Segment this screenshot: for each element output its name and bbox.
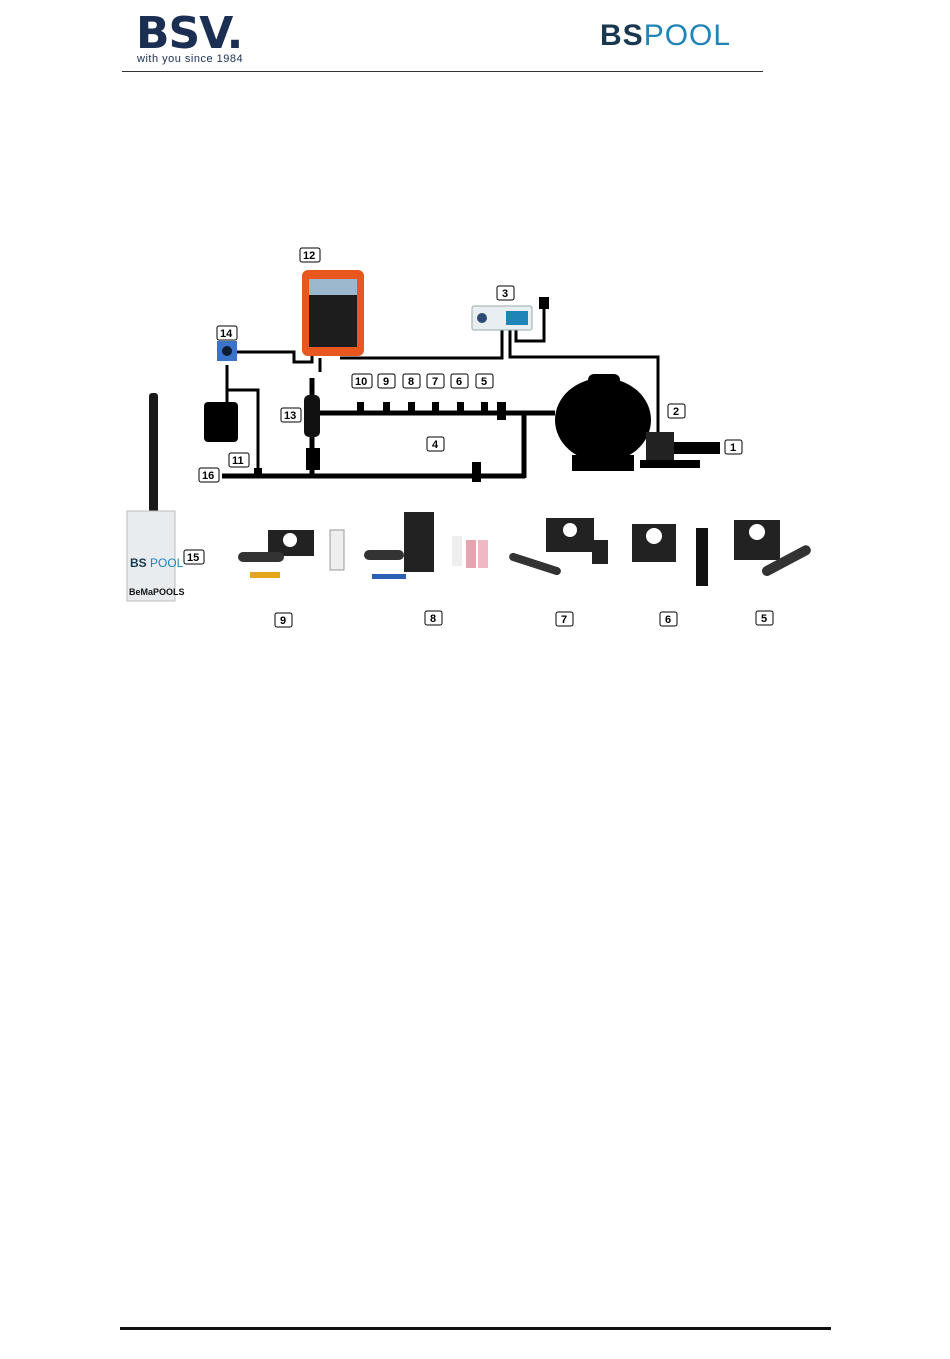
svg-text:11: 11 <box>232 455 244 467</box>
device-model: BeMaPOOLS <box>129 587 185 597</box>
callout-5: 5 <box>476 374 493 388</box>
callout-7: 7 <box>427 374 444 388</box>
svg-text:9: 9 <box>280 615 286 627</box>
bottom-callout-7: 7 <box>556 612 573 626</box>
svg-text:7: 7 <box>432 376 438 388</box>
callout-10: 10 <box>352 374 372 388</box>
device-logo-suffix: POOL <box>150 556 184 570</box>
svg-text:5: 5 <box>761 613 767 625</box>
svg-text:3: 3 <box>502 288 508 300</box>
probe-kit-8 <box>364 512 488 579</box>
callout-12: 12 <box>300 248 320 262</box>
svg-text:12: 12 <box>303 250 315 262</box>
svg-text:1: 1 <box>730 442 736 454</box>
callout-11: 11 <box>229 453 249 467</box>
probe-kit-7 <box>508 518 608 576</box>
salt-chlorinator <box>302 270 364 356</box>
svg-text:8: 8 <box>408 376 414 388</box>
bottom-callout-9: 9 <box>275 613 292 627</box>
installation-diagram: BS POOL BeMaPOOLS 1 2 3 4 5 6 7 8 9 <box>0 0 950 700</box>
dosing-pump <box>217 341 237 361</box>
svg-text:10: 10 <box>355 376 367 388</box>
bottom-callout-6: 6 <box>660 612 677 626</box>
callout-8: 8 <box>403 374 420 388</box>
callout-3: 3 <box>497 286 514 300</box>
callout-1: 1 <box>725 440 742 454</box>
svg-text:5: 5 <box>481 376 487 388</box>
svg-text:8: 8 <box>430 613 436 625</box>
filter-and-pump <box>555 374 720 471</box>
callout-16: 16 <box>199 468 219 482</box>
bottom-callout-5: 5 <box>756 611 773 625</box>
probe-kit-9 <box>238 530 344 578</box>
svg-text:6: 6 <box>665 614 671 626</box>
bottom-callout-8: 8 <box>425 611 442 625</box>
callout-14: 14 <box>217 326 237 340</box>
footer-divider <box>120 1327 831 1330</box>
bottom-callout-labels: 9 8 7 6 5 <box>275 611 773 627</box>
callout-4: 4 <box>427 437 444 451</box>
svg-text:4: 4 <box>432 439 439 451</box>
callout-6: 6 <box>451 374 468 388</box>
svg-text:7: 7 <box>561 614 567 626</box>
callout-15: 15 <box>184 550 204 564</box>
electrolysis-cell <box>304 395 320 437</box>
svg-text:6: 6 <box>456 376 462 388</box>
callout-2: 2 <box>668 404 685 418</box>
wireless-device: BS POOL BeMaPOOLS <box>127 393 185 601</box>
probe-kit-6 <box>632 524 708 586</box>
callout-13: 13 <box>281 408 301 422</box>
svg-text:13: 13 <box>284 410 296 422</box>
chemical-tank <box>204 402 238 442</box>
svg-text:16: 16 <box>202 470 214 482</box>
callout-9: 9 <box>378 374 395 388</box>
probe-kit-5 <box>734 520 813 578</box>
svg-text:15: 15 <box>187 552 199 564</box>
svg-text:9: 9 <box>383 376 389 388</box>
svg-text:2: 2 <box>673 406 679 418</box>
pipe-network <box>222 378 555 478</box>
svg-text:14: 14 <box>220 328 233 340</box>
control-panel <box>472 297 549 330</box>
device-logo-prefix: BS <box>130 556 147 570</box>
